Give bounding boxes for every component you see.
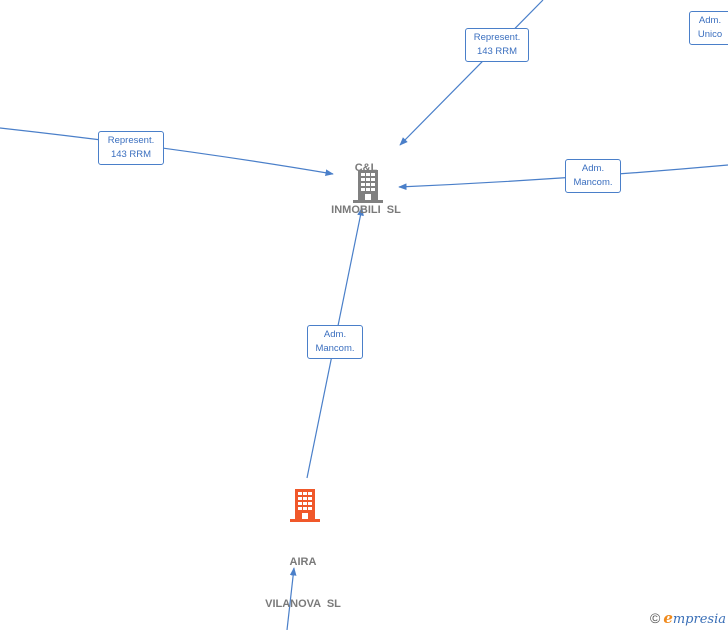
brand-logo: empresia	[663, 609, 726, 627]
edge-label-line2: Unico	[697, 29, 723, 40]
copyright-icon: ©	[649, 610, 661, 626]
building-icon[interactable]	[289, 487, 321, 523]
empresia-watermark: © empresia	[650, 609, 726, 627]
brand-initial: e	[663, 609, 673, 627]
node-aira-name[interactable]: AIRA VILANOVA SL	[253, 527, 353, 625]
edge-label-line1: Adm.	[581, 163, 605, 174]
edge-label-line1: Represent.	[107, 135, 155, 146]
edge-label-top-represent[interactable]: Represent. 143 RRM	[465, 28, 529, 62]
node-cl-name-line2: INMOBILI SL	[331, 204, 401, 216]
edge-label-aira-mancom[interactable]: Adm. Mancom.	[307, 325, 363, 359]
edge-label-top-right-unico[interactable]: Adm. Unico	[689, 11, 728, 45]
edge-label-line2: 143 RRM	[476, 46, 518, 57]
edge-label-line1: Adm.	[323, 329, 347, 340]
edge-label-line1: Represent.	[473, 32, 521, 43]
brand-rest: mpresia	[672, 612, 726, 627]
edge-label-line2: 143 RRM	[110, 149, 152, 160]
edge-label-right-mancom[interactable]: Adm. Mancom.	[565, 159, 621, 193]
building-icon[interactable]	[352, 168, 384, 204]
edge-line-left-represent	[0, 127, 334, 177]
edge-line-top-represent	[399, 0, 544, 146]
edge-line-right-mancom	[398, 164, 728, 191]
edge-label-line1: Adm.	[698, 15, 722, 26]
node-aira-name-line2: VILANOVA SL	[265, 598, 341, 610]
node-aira-name-line1: AIRA	[289, 556, 317, 568]
edge-label-line2: Mancom.	[315, 343, 355, 354]
edge-label-left-represent[interactable]: Represent. 143 RRM	[98, 131, 164, 165]
edge-label-line2: Mancom.	[573, 177, 613, 188]
edge-line-bottom	[286, 567, 297, 630]
